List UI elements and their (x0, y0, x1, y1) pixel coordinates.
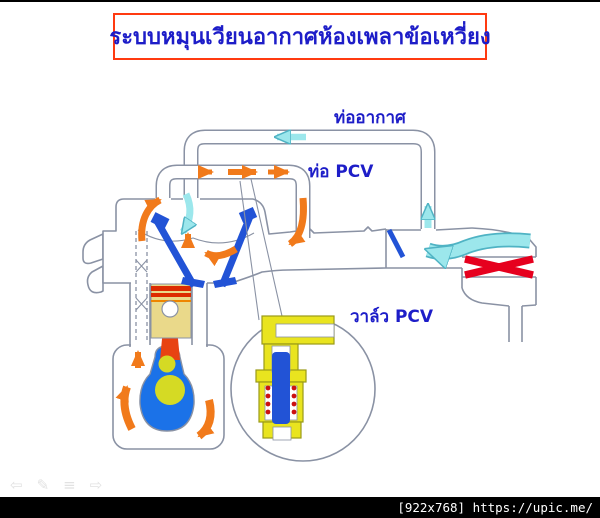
air-hose (183, 129, 436, 233)
back-icon[interactable]: ⇦ (10, 476, 23, 494)
pcv-valve-cutaway (255, 315, 335, 441)
crank-journals (155, 355, 185, 405)
label-pcv-valve: วาล์ว PCV (350, 307, 434, 327)
cylinder-head (102, 198, 387, 284)
pcv-spring (265, 385, 297, 415)
cylinder-walls (129, 283, 208, 347)
oil-return-channel (135, 231, 148, 350)
forward-icon[interactable]: ⇨ (89, 476, 103, 494)
menu-icon[interactable]: ≡ (63, 476, 76, 494)
air-inlet-snorkel (508, 306, 523, 342)
filter-element (464, 255, 534, 279)
piston (150, 283, 192, 339)
blowby-flow-arrows (115, 165, 307, 440)
throttle-plate (386, 228, 406, 259)
diagram-title-box: ระบบหมุนเวียนอากาศห้องเพลาข้อเหวี่ยง (109, 13, 491, 60)
label-pcv-hose: ท่อ PCV (308, 162, 374, 182)
piston-pin (161, 300, 179, 318)
pcv-plunger (272, 352, 290, 424)
footer-url-text: [922x768] https://upic.me/ (397, 500, 593, 515)
footer-bar: [922x768] https://upic.me/ (0, 497, 600, 518)
callout-leader-lines (239, 178, 283, 321)
throttle-body (386, 227, 473, 288)
label-air-hose: ท่ออากาศ (334, 108, 406, 128)
viewer-toolbar: ⇦ ✎ ≡ ⇨ (10, 476, 102, 494)
pcv-system-diagram (82, 129, 537, 462)
diagram-title: ระบบหมุนเวียนอากาศห้องเพลาข้อเหวี่ยง (109, 25, 491, 50)
exhaust-manifold (82, 233, 104, 294)
edit-icon[interactable]: ✎ (36, 476, 50, 494)
fresh-air-flow-arrows (180, 137, 531, 252)
top-border (0, 0, 600, 2)
engine-valves (150, 206, 258, 288)
